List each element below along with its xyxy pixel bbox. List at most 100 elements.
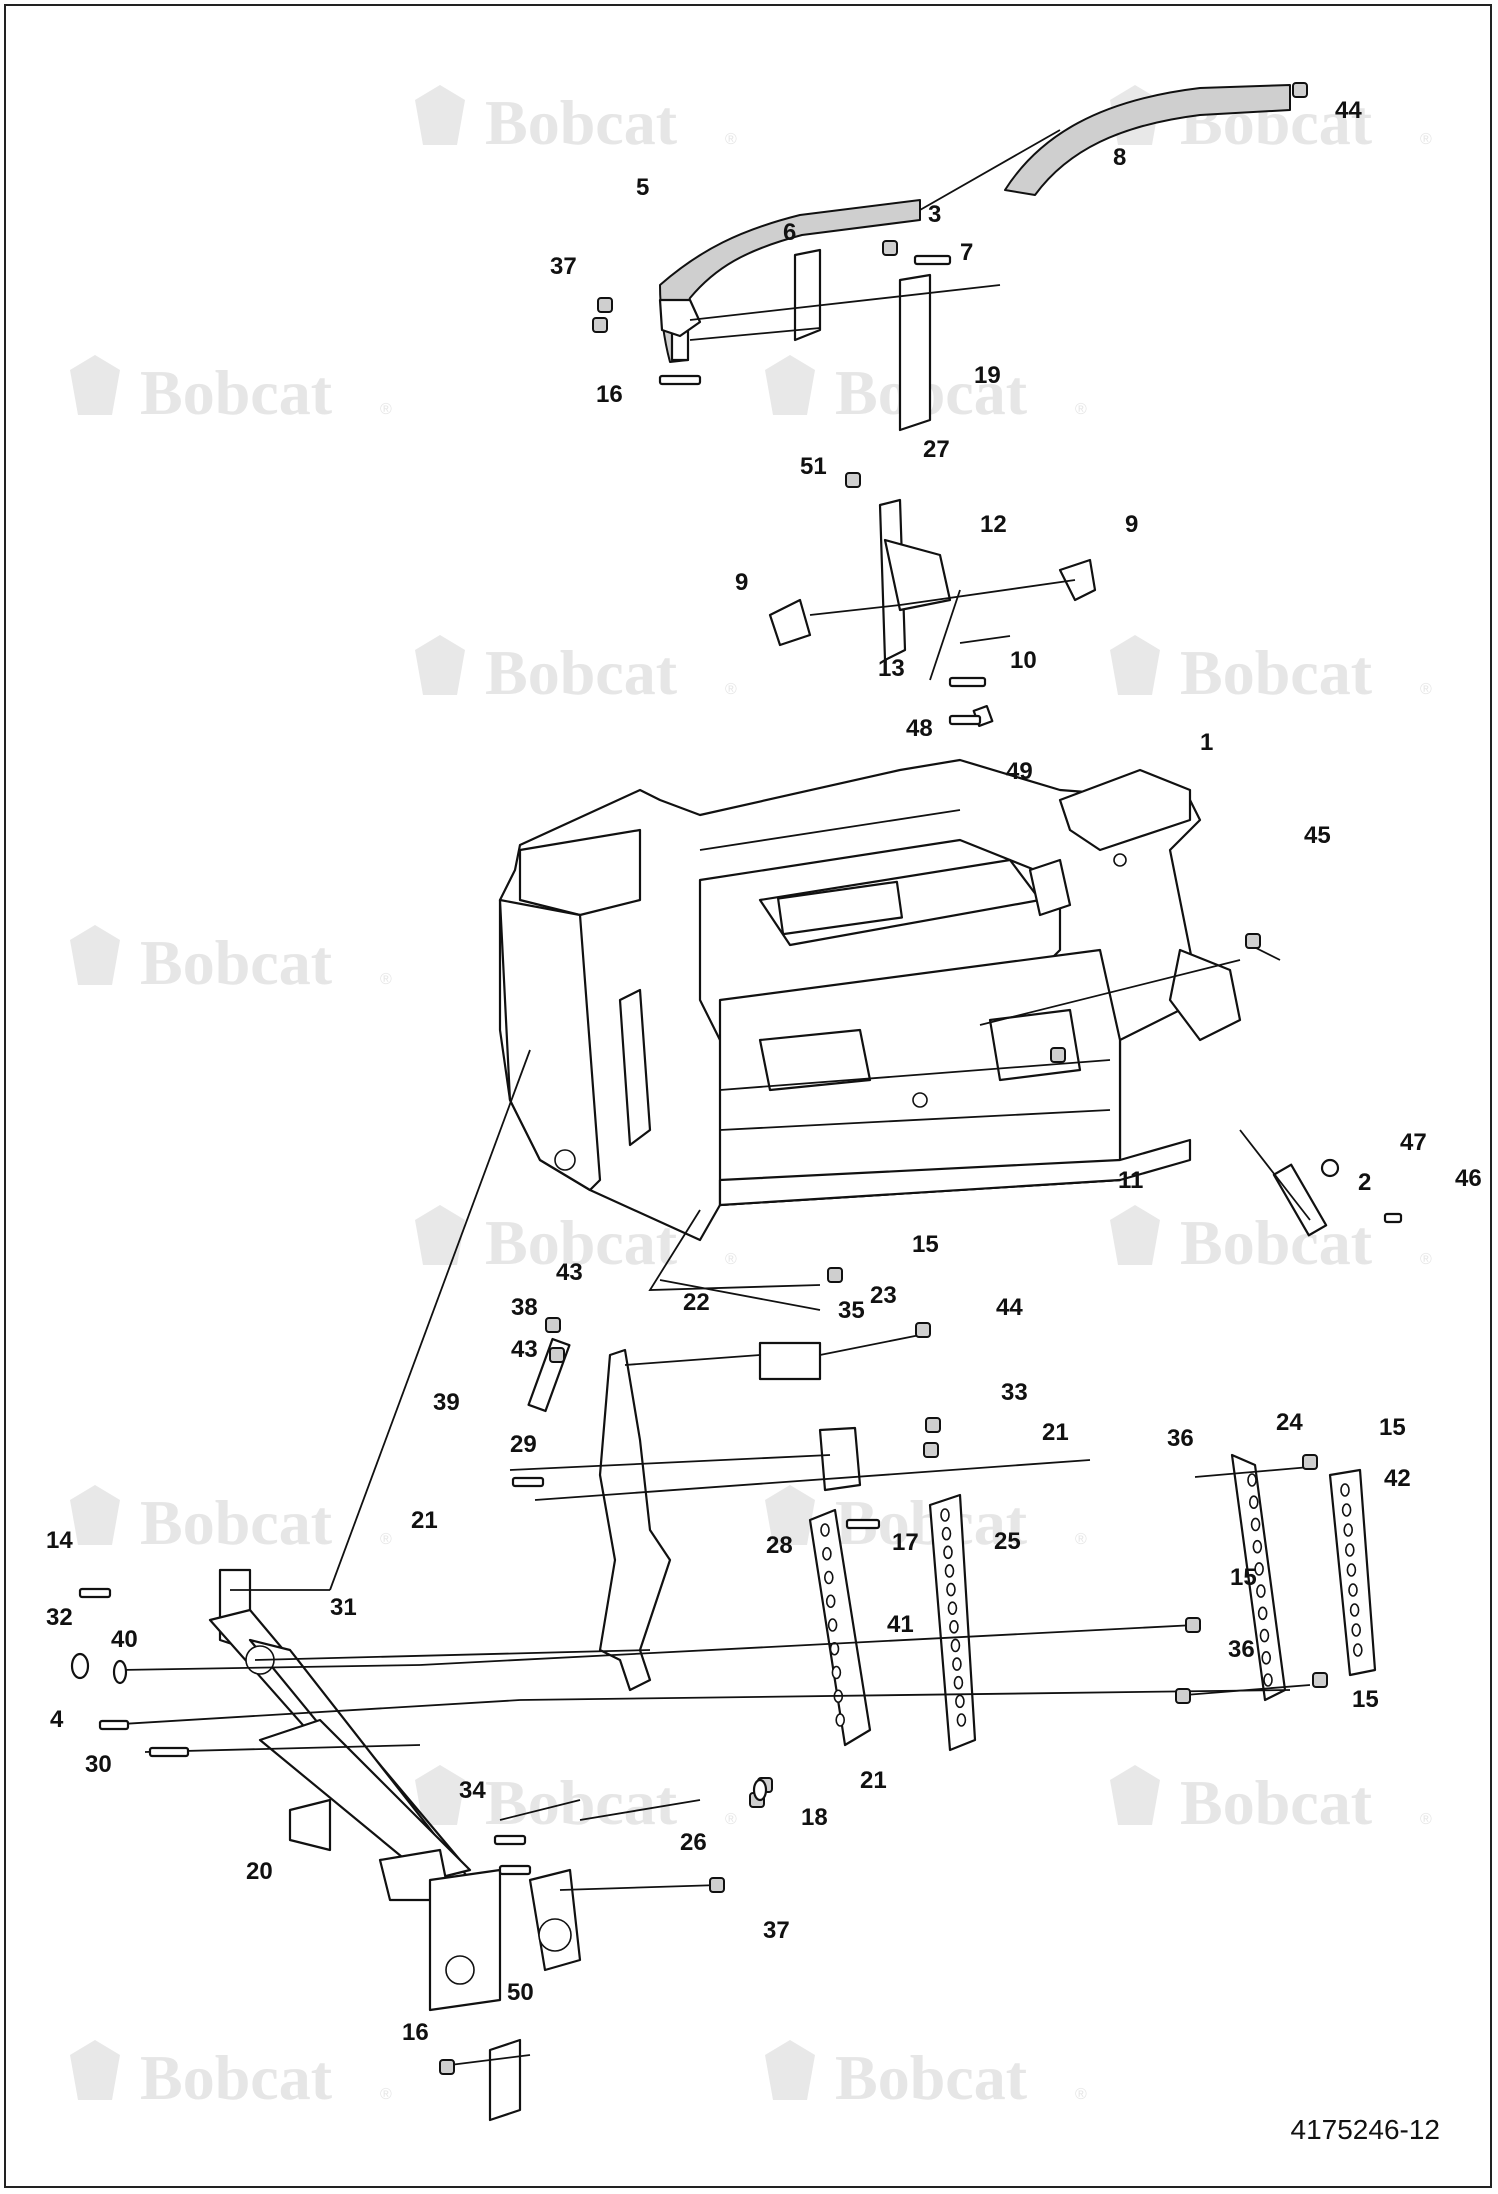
bobcat-logo-icon <box>765 2040 815 2100</box>
watermark-registered-mark: ® <box>725 1251 737 1268</box>
callout-number-21: 21 <box>860 1767 887 1794</box>
callout-number-16: 16 <box>402 2019 429 2046</box>
callout-number-24: 24 <box>1276 1409 1303 1436</box>
callout-number-49: 49 <box>1006 758 1033 785</box>
main-frame-part <box>498 758 1242 1242</box>
watermark-registered-mark: ® <box>380 1531 392 1548</box>
nut-hardware <box>827 1267 843 1283</box>
nut-hardware <box>1245 933 1261 949</box>
bobcat-logo-icon <box>1110 1765 1160 1825</box>
watermark-text: Bobcat <box>140 1487 333 1558</box>
plate-hole <box>1348 1583 1358 1597</box>
nut-hardware <box>549 1347 565 1363</box>
bolt-hardware <box>845 1518 881 1530</box>
plate-hole <box>940 1508 950 1522</box>
plate-hole-pattern <box>820 1473 1363 1727</box>
watermark-registered-mark: ® <box>1420 131 1432 148</box>
drawing-border <box>4 4 1492 2188</box>
bobcat-watermark: Bobcat® <box>1110 1765 1432 1838</box>
nut-hardware <box>545 1317 561 1333</box>
plate-hole <box>1346 1563 1357 1577</box>
watermark-registered-mark: ® <box>1075 401 1087 418</box>
callout-number-33: 33 <box>1001 1379 1028 1406</box>
nut-hardware <box>1185 1617 1201 1633</box>
callout-number-15: 15 <box>1379 1414 1406 1441</box>
watermark-text: Bobcat <box>140 2042 333 2113</box>
plate-hole <box>947 1601 958 1615</box>
watermark-registered-mark: ® <box>380 2086 392 2103</box>
callout-number-20: 20 <box>246 1858 273 1885</box>
callout-number-22: 22 <box>683 1289 710 1316</box>
nut-hardware <box>1312 1672 1328 1688</box>
plate-hole <box>1252 1539 1263 1554</box>
callout-number-32: 32 <box>46 1604 73 1631</box>
plate-hole <box>1343 1523 1353 1537</box>
bolt-hardware <box>511 1476 545 1488</box>
bolt-hardware <box>148 1746 190 1758</box>
callout-number-16: 16 <box>596 381 623 408</box>
callout-number-44: 44 <box>1335 97 1362 124</box>
bobcat-watermark: Bobcat ® <box>1110 1205 1432 1278</box>
plate-hole <box>1349 1603 1360 1617</box>
nut-hardware <box>923 1442 939 1458</box>
plate-hole <box>1341 1503 1352 1517</box>
drawing-number: 4175246-12 <box>1290 2114 1440 2145</box>
bolt-hardware <box>1383 1212 1403 1224</box>
hardware-fasteners <box>70 82 1403 2075</box>
callout-number-19: 19 <box>974 362 1001 389</box>
leader-lines <box>104 944 1311 2066</box>
watermark-text: Bobcat <box>485 637 678 708</box>
nut-hardware <box>597 297 613 313</box>
callout-number-21: 21 <box>411 1507 438 1534</box>
plate-hole <box>946 1582 956 1597</box>
watermark-text: Bobcat <box>1180 1207 1373 1278</box>
plate-hole <box>955 1694 965 1709</box>
plate-hole <box>835 1713 846 1727</box>
callout-number-45: 45 <box>1304 822 1331 849</box>
bobcat-watermark: Bobcat® <box>70 925 392 998</box>
spring-part-2 <box>1239 1129 1328 1237</box>
callout-number-43: 43 <box>556 1259 583 1286</box>
plate-hole <box>941 1526 952 1541</box>
callout-number-31: 31 <box>330 1594 357 1621</box>
callout-number-38: 38 <box>511 1294 538 1321</box>
bobcat-watermark: Bobcat ® <box>70 2040 392 2113</box>
bolt-hardware <box>948 676 987 688</box>
nut-hardware <box>709 1877 725 1893</box>
plate-hole <box>1263 1673 1273 1687</box>
callout-number-51: 51 <box>800 453 827 480</box>
washer-hardware <box>752 1778 768 1802</box>
nut-hardware <box>1292 82 1308 98</box>
nut-hardware <box>1175 1688 1191 1704</box>
callout-number-15: 15 <box>912 1231 939 1258</box>
callout-number-30: 30 <box>85 1751 112 1778</box>
plate-hole <box>831 1665 842 1680</box>
washer-hardware <box>112 1659 128 1685</box>
watermark-registered-mark: ® <box>1075 2086 1087 2103</box>
callout-number-17: 17 <box>892 1529 919 1556</box>
bolt-hardware <box>948 714 982 726</box>
callout-number-23: 23 <box>870 1282 897 1309</box>
washer-hardware <box>1320 1158 1340 1178</box>
watermark-registered-mark: ® <box>1075 1531 1087 1548</box>
bobcat-logo-icon <box>1110 1205 1160 1265</box>
right-handle-grip <box>1004 84 1291 196</box>
bobcat-watermark: Bobcat® <box>1110 635 1432 708</box>
callout-number-34: 34 <box>459 1777 486 1804</box>
watermark-text: Bobcat <box>140 357 333 428</box>
callout-number-12: 12 <box>980 511 1007 538</box>
callout-number-27: 27 <box>923 436 950 463</box>
plate-hole <box>1247 1473 1257 1487</box>
watermark-registered-mark: ® <box>1420 1811 1432 1828</box>
handle-tube-bracket <box>658 248 1001 432</box>
plate-hole <box>952 1657 962 1671</box>
callout-number-13: 13 <box>878 655 905 682</box>
bobcat-watermark: Bobcat ® <box>70 1485 392 1558</box>
plate-hole <box>1257 1606 1268 1621</box>
callout-number-8: 8 <box>1113 144 1126 171</box>
watermark-registered-mark: ® <box>725 681 737 698</box>
watermark-registered-mark: ® <box>1420 1251 1432 1268</box>
watermark-text: Bobcat <box>485 1207 678 1278</box>
watermark-text: Bobcat <box>485 1767 678 1838</box>
plate-hole <box>1259 1628 1270 1643</box>
